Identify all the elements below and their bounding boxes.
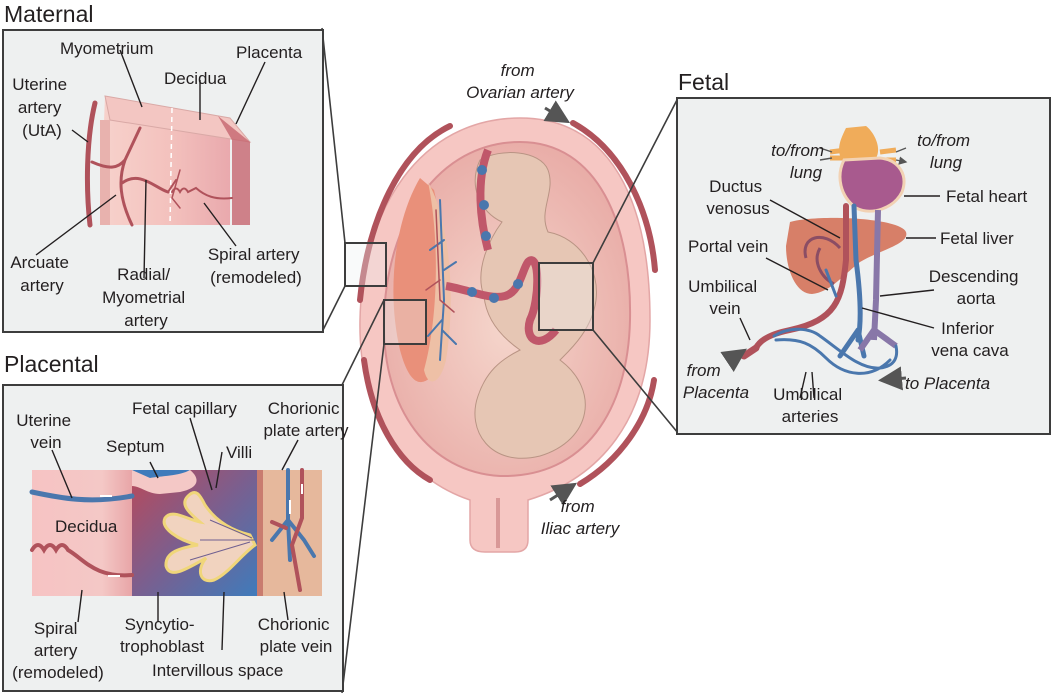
fetal-from-placenta-label: from Placenta [683,361,749,402]
maternal-zoom-box [344,242,387,287]
maternal-decidua-label: Decidua [164,69,227,88]
fetal-descending-aorta-label: Descending aorta [929,267,1024,308]
uterus-illustration [357,100,658,553]
fetal-to-placenta-label: to Placenta [905,374,990,393]
ovarian-label: from Ovarian artery [466,61,575,102]
fetal-title: Fetal [678,69,729,95]
fetal-circulation [720,126,906,391]
fetal-portal-vein-label: Portal vein [688,237,768,256]
cord-vein-segments [467,165,523,303]
fetal-zoom-box [538,262,594,331]
fetal-ductus-venosus-label: Ductus venosus [706,177,769,218]
ovarian-artery-right-arc [570,120,658,273]
fetal-umbilical-arteries-label: Umbilical arteries [773,385,847,426]
fetal-heart-label: Fetal heart [946,187,1028,206]
placental-syncytiotrophoblast-label: Syncytio- trophoblast [120,615,204,656]
fetal-liver-label: Fetal liver [940,229,1014,248]
maternal-radial-artery-label: Radial/ Myometrial artery [102,265,190,330]
great-vessels [839,126,879,164]
placental-fetal-capillary-label: Fetal capillary [132,399,237,418]
placental-title: Placental [4,351,99,377]
placental-tissue [29,468,322,596]
placental-chorionic-plate-artery-label: Chorionic plate artery [263,399,349,440]
fetal-inferior-vena-cava-label: Inferior vena cava [931,319,1009,360]
placental-callout [341,299,385,693]
fetal-callout [592,97,679,434]
maternal-leaders [35,49,266,279]
iliac-artery-right-arc [577,377,657,487]
placental-decidua-label: Decidua [55,517,118,536]
fetal-to-from-lung-left-label: to/from lung [771,141,829,182]
placental-villi-label: Villi [226,443,252,462]
maternal-uterine-artery-label: Uterine artery (UtA) [12,75,72,140]
maternal-title: Maternal [4,1,93,27]
placental-chorionic-plate-vein-label: Chorionic plate vein [258,615,335,656]
fetal-leaders [739,195,940,399]
maternal-callout [321,27,346,333]
fetal-to-from-lung-right-label: to/from lung [917,131,975,172]
uterine-artery-left-arc [361,357,433,483]
iliac-arrow [549,482,578,506]
fetal-heart-shape [838,156,906,213]
chorionic-vessels [425,199,457,361]
placental-leaders [51,417,299,651]
ovarian-arrow [543,100,571,124]
placental-intervillous-space-label: Intervillous space [152,661,283,680]
ovarian-artery-left-arc [357,123,453,303]
placental-spiral-artery-label: Spiral artery (remodeled) [12,619,104,682]
maternal-spiral-artery-label: Spiral artery (remodeled) [208,245,304,287]
iliac-label: from Iliac artery [541,497,621,538]
placental-septum-label: Septum [106,437,165,456]
placenta-disc [393,178,443,383]
placental-zoom-box [383,299,427,345]
placental-uterine-vein-label: Uterine vein [16,411,76,452]
fetal-umbilical-vein-label: Umbilical vein [688,277,762,318]
maternal-myometrium-label: Myometrium [60,39,154,58]
maternal-arcuate-artery-label: Arcuate artery [10,253,73,295]
maternal-placenta-label: Placenta [236,43,303,62]
maternal-tissue-block [84,95,252,228]
